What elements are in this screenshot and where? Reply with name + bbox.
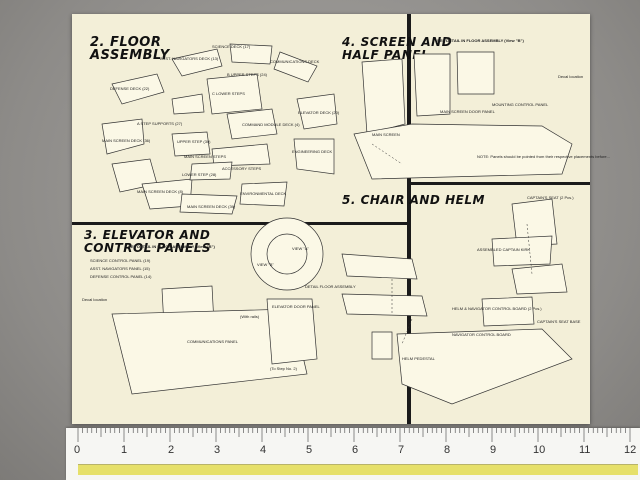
chair-label: CAPTAIN'S SEAT (2 Pcs.) xyxy=(527,195,574,200)
floor-label: MAIN SCREEN DECK (36) xyxy=(102,138,151,143)
floor-label: DEFENSE DECK (22) xyxy=(110,86,150,91)
ruler-number: 6 xyxy=(352,444,359,456)
screen-label: MOUNTING CONTROL PANEL xyxy=(492,102,549,107)
ruler-ticks xyxy=(77,428,631,442)
divider-right xyxy=(411,182,590,185)
elevator-label: (With rails) xyxy=(240,314,260,319)
chair-label: CAPTAIN'S SEAT BASE xyxy=(537,319,581,324)
ruler-number: 5 xyxy=(306,444,313,456)
ruler: 0 1 2 3 4 5 6 7 8 9 10 11 12 xyxy=(66,428,640,480)
elevator-label: COMMUNICATIONS PANEL xyxy=(187,339,238,344)
elevator-label: DETAIL FLOOR ASSEMBLY xyxy=(305,284,356,289)
floor-label: MAIN SCREEN DECK (8) xyxy=(137,189,184,194)
elevator-label: (To Step No. 2) xyxy=(270,366,297,371)
ruler-number: 7 xyxy=(398,444,405,456)
section-title-chair: 5. CHAIR AND HELM xyxy=(342,193,485,207)
chair-label: HELM & NAVIGATOR CONTROL BOARD (2 Pcs.) xyxy=(452,306,542,311)
chair-label: ASSEMBLED CAPTAIN KIRK xyxy=(477,247,531,252)
floor-label: ASST. NAVIGATORS DECK (13) xyxy=(160,56,219,61)
floor-label: SCIENCE DECK (17) xyxy=(212,44,251,49)
floor-label: ELEVATOR DECK (20) xyxy=(298,110,340,115)
screen-detail-note: SEE DETAIL IN FLOOR ASSEMBLY (View "B") xyxy=(437,38,524,43)
chair-label: HELM PEDESTAL xyxy=(402,356,435,361)
ruler-number: 2 xyxy=(168,444,175,456)
ruler-number: 4 xyxy=(260,444,267,456)
floor-label: ACCESSORY STEPS xyxy=(222,166,262,171)
elevator-legend: DEFENSE CONTROL PANEL (14) xyxy=(90,274,152,279)
ruler-number: 1 xyxy=(121,444,128,456)
line-drawings xyxy=(101,43,573,405)
instruction-sheet: 2. FLOOR ASSEMBLY 3. ELEVATOR AND CONTRO… xyxy=(72,14,610,424)
ruler-number: 0 xyxy=(74,444,81,456)
floor-label: MAIN SCREEN STEPS xyxy=(184,154,227,159)
ruler-number: 10 xyxy=(533,444,546,456)
ruler-number: 3 xyxy=(214,444,221,456)
elevator-detail-note: SEE DETAIL IN FLOOR ASSEMBLY (View "B") xyxy=(128,244,215,249)
section-title-floor: 2. FLOOR ASSEMBLY xyxy=(90,35,170,63)
floor-label: UPPER STEP (30) xyxy=(177,139,211,144)
screen-label: Decal location xyxy=(558,74,584,79)
elevator-label: VIEW "B" xyxy=(257,262,274,267)
ruler-number: 8 xyxy=(444,444,451,456)
screen-note: NOTE: Panels should be pointed from thei… xyxy=(477,154,610,159)
ruler-yellow-strip xyxy=(78,464,638,475)
screen-label: MAIN SCREEN DOOR PANEL xyxy=(440,109,495,114)
divider-left xyxy=(72,222,407,225)
section-title-elevator: 3. ELEVATOR AND CONTROL PANELS xyxy=(84,228,212,255)
ruler-number: 11 xyxy=(579,444,591,456)
ruler-number: 12 xyxy=(624,444,637,456)
floor-label: ENVIRONMENTAL DECK xyxy=(240,191,287,196)
floor-label: MAIN SCREEN DECK (39) xyxy=(187,204,236,209)
elevator-legend: ASST. NAVIGATORS PANEL (15) xyxy=(90,266,150,271)
floor-label: COMMAND MODULE DECK (4) xyxy=(242,122,300,127)
elevator-label: ELEVATOR DOOR PANEL xyxy=(272,304,320,309)
floor-label: C LOWER STEPS xyxy=(212,91,245,96)
chair-label: NAVIGATOR CONTROL BOARD xyxy=(452,332,511,337)
elevator-label: VIEW "A" xyxy=(292,246,309,251)
elevator-legend: SCIENCE CONTROL PANEL (19) xyxy=(90,258,151,263)
ruler-number: 9 xyxy=(490,444,497,456)
elevator-label: Decal location xyxy=(82,297,108,302)
screen-label: MAIN SCREEN xyxy=(372,132,400,137)
section-title-screen: 4. SCREEN AND HALF PANEL xyxy=(342,35,453,62)
floor-label: B UPPER STEPS (24) xyxy=(227,72,268,77)
floor-label: COMMUNICATIONS DECK xyxy=(270,59,320,64)
center-fold xyxy=(407,14,411,424)
floor-label: A STEP SUPPORTS (27) xyxy=(137,121,183,126)
floor-label: LOWER STEP (28) xyxy=(182,172,217,177)
floor-label: ENGINEERING DECK xyxy=(292,149,333,154)
